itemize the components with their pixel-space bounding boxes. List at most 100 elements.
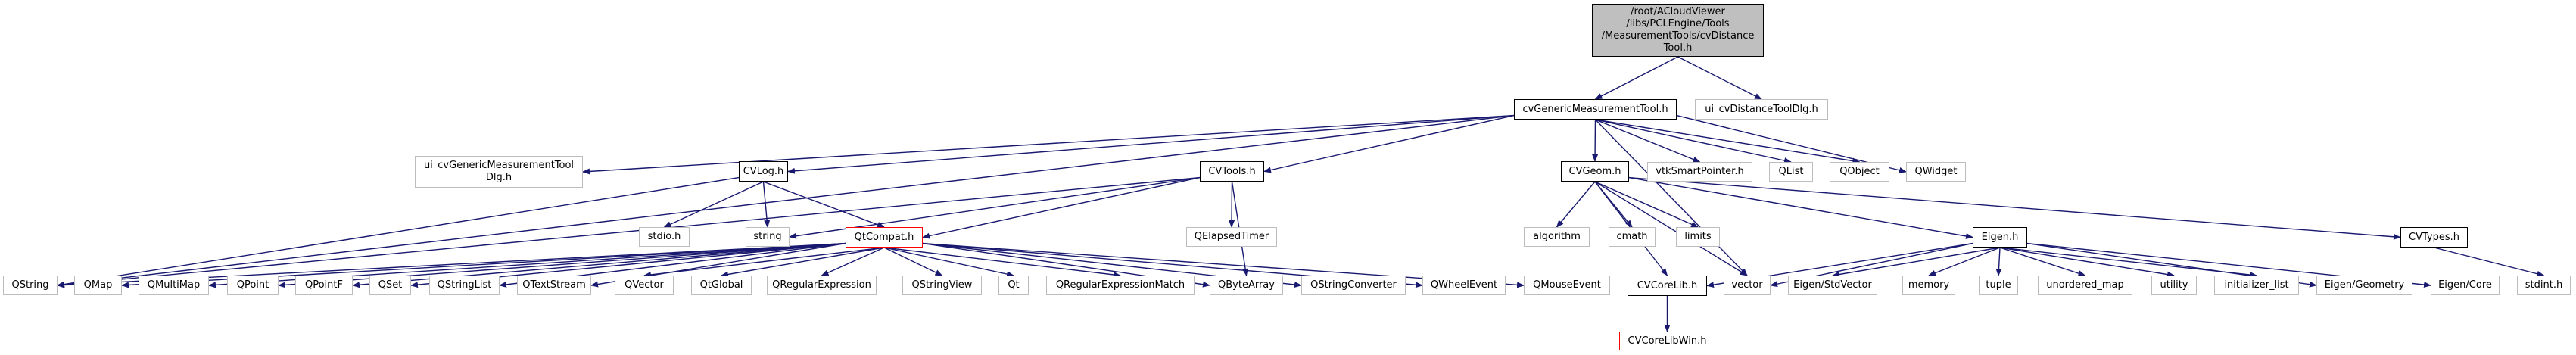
node-initializer_list: initializer_list	[2214, 276, 2299, 295]
node-label: Eigen.h	[1981, 231, 2019, 243]
node-cvtypes[interactable]: CVTypes.h	[2400, 227, 2468, 248]
node-qstringview: QStringView	[902, 276, 982, 295]
node-label: limits	[1684, 231, 1712, 242]
node-algorithm: algorithm	[1524, 227, 1590, 247]
node-tuple: tuple	[1979, 276, 2018, 295]
node-qtglobal: QtGlobal	[691, 276, 752, 295]
node-qmultimap: QMultiMap	[139, 276, 209, 295]
node-label: tuple	[1986, 279, 2011, 291]
node-label: QRegularExpression	[772, 279, 871, 291]
node-label: CVTools.h	[1208, 165, 1256, 177]
include-edge-qtcompat-to-qt	[883, 247, 1014, 278]
node-vtksp: vtkSmartPointer.h	[1647, 162, 1752, 182]
node-label-line: Tool.h	[1663, 42, 1693, 54]
node-qstringconverter: QStringConverter	[1301, 276, 1406, 295]
node-label: unordered_map	[2046, 279, 2124, 291]
node-qwheelevent: QWheelEvent	[1422, 276, 1506, 295]
node-qwidget: QWidget	[1906, 162, 1966, 182]
node-qbytearray: QByteArray	[1210, 276, 1283, 295]
node-label: utility	[2160, 279, 2188, 291]
node-label: QPoint	[236, 279, 269, 291]
node-gmt[interactable]: cvGenericMeasurementTool.h	[1514, 99, 1677, 120]
node-cvlog[interactable]: CVLog.h	[739, 161, 788, 182]
node-label: Qt	[1008, 279, 1020, 291]
include-edge-cvgeom-to-eigen	[1628, 176, 1973, 239]
node-label: QByteArray	[1218, 279, 1275, 291]
node-label: Eigen/Core	[2438, 279, 2492, 291]
include-edge-cvtools-to-qstring	[57, 176, 1201, 288]
node-label: QStringList	[437, 279, 492, 291]
node-label: QRegularExpressionMatch	[1055, 279, 1185, 291]
node-memory: memory	[1902, 276, 1955, 295]
node-label: stdio.h	[647, 231, 681, 242]
node-label: QString	[11, 279, 49, 291]
include-edge-gmt-to-qobject	[1595, 119, 1861, 164]
node-label: QMultiMap	[147, 279, 201, 291]
node-cvcorelib[interactable]: CVCoreLib.h	[1628, 276, 1707, 296]
include-edge-qtcompat-to-qstringview	[883, 247, 943, 276]
node-label-line: /MeasurementTools/cvDistance	[1601, 30, 1755, 42]
include-edge-gmt-to-qlist	[1595, 119, 1792, 164]
include-edge-cvlog-to-qtcompat	[763, 181, 885, 228]
node-qregex: QRegularExpression	[767, 276, 877, 295]
node-label: vtkSmartPointer.h	[1656, 166, 1744, 177]
include-edge-qtcompat-to-qtglobal	[721, 247, 885, 278]
include-edge-eigen-to-memory	[1928, 247, 2001, 276]
node-label: CVLog.h	[743, 165, 784, 177]
include-edge-main-to-ui_dlg	[1677, 56, 1762, 100]
node-label: CVCoreLibWin.h	[1628, 335, 1707, 347]
node-cvgeom[interactable]: CVGeom.h	[1561, 161, 1629, 182]
node-label: vector	[1731, 279, 1763, 291]
node-label: Eigen/StdVector	[1793, 279, 1872, 291]
node-limits: limits	[1676, 227, 1720, 247]
node-qmap: QMap	[74, 276, 122, 295]
include-edge-cvgeom-to-vector	[1594, 181, 1748, 276]
node-main[interactable]: /root/ACloudViewer/libs/PCLEngine/Tools/…	[1592, 4, 1764, 57]
node-qt: Qt	[998, 276, 1029, 295]
include-edge-gmt-to-cvgeom	[1592, 119, 1599, 162]
include-edge-gmt-to-ui_gen	[582, 114, 1515, 175]
node-label: QtCompat.h	[854, 231, 914, 243]
node-qlist: QList	[1769, 162, 1813, 182]
node-stdio: stdio.h	[639, 227, 690, 247]
node-qtextstream: QTextStream	[517, 276, 591, 295]
include-edge-cvtypes-to-stdint	[2434, 247, 2545, 277]
node-label: string	[753, 231, 782, 242]
node-label: QElapsedTimer	[1194, 231, 1269, 242]
include-edge-gmt-to-cvlog	[787, 114, 1515, 174]
node-label: initializer_list	[2224, 279, 2289, 291]
node-label: QObject	[1839, 166, 1880, 177]
include-edge-eigen-to-unordered_map	[1999, 247, 2086, 276]
node-label: CVCoreLib.h	[1637, 279, 1698, 291]
node-label: memory	[1908, 279, 1950, 291]
include-edge-cvlog-to-stdio	[663, 181, 764, 228]
node-cvtools[interactable]: CVTools.h	[1200, 161, 1264, 182]
node-label: QWidget	[1914, 166, 1958, 177]
node-label: QVector	[625, 279, 664, 291]
include-edge-qtcompat-to-qregexmatch	[883, 247, 1121, 278]
node-label: cmath	[1616, 231, 1648, 242]
include-edge-qtcompat-to-qvector	[643, 247, 885, 278]
node-stdint: stdint.h	[2517, 276, 2571, 295]
node-ui_dlg: ui_cvDistanceToolDlg.h	[1695, 99, 1828, 120]
node-label-line: ui_cvGenericMeasurementTool	[423, 160, 575, 171]
node-label: ui_cvDistanceToolDlg.h	[1705, 103, 1818, 115]
node-qtcompat[interactable]: QtCompat.h	[846, 227, 923, 248]
node-label: stdint.h	[2525, 279, 2563, 291]
node-label: QList	[1778, 166, 1804, 177]
node-label: QMouseEvent	[1533, 279, 1601, 291]
node-eigen[interactable]: Eigen.h	[1973, 227, 2027, 248]
node-cvcorelibwin[interactable]: CVCoreLibWin.h	[1619, 332, 1715, 350]
node-label: CVGeom.h	[1568, 165, 1621, 177]
node-qvector: QVector	[615, 276, 674, 295]
include-edge-cvtools-to-string	[789, 176, 1201, 239]
node-label: Eigen/Geometry	[2324, 279, 2405, 291]
node-label: QPointF	[305, 279, 343, 291]
node-label: QTextStream	[522, 279, 586, 291]
node-qmouseevent: QMouseEvent	[1524, 276, 1610, 295]
node-label-line: /root/ACloudViewer	[1631, 6, 1725, 17]
include-edge-eigen-to-eigenstdvector	[1832, 247, 2001, 278]
node-eigengeometry: Eigen/Geometry	[2316, 276, 2412, 295]
